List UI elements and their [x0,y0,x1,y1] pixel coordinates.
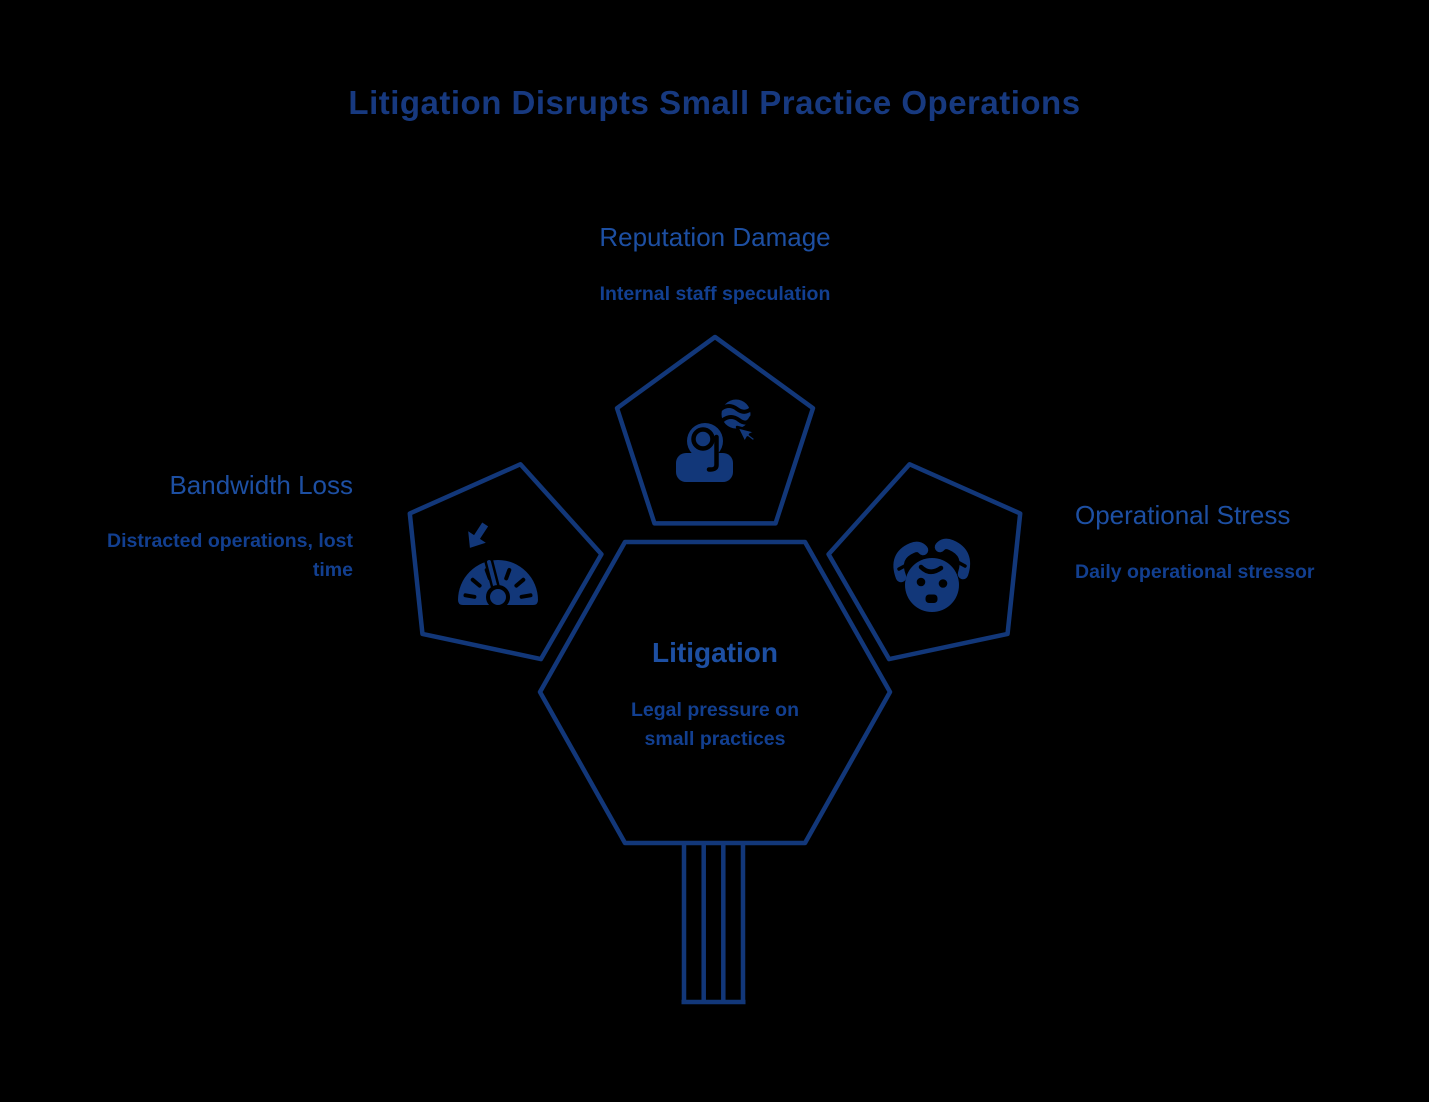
stem-lines [681,845,746,1005]
center-hexagon [537,539,893,846]
page-title: Litigation Disrupts Small Practice Opera… [348,84,1081,121]
bandwidth-loss-subtext: Distracted operations, lost time [107,530,353,581]
speedometer-down-arrow-icon [458,522,538,609]
operational-stress-heading: Operational Stress [1075,500,1291,530]
pentagon-bandwidth [407,462,604,662]
stressed-face-hands-icon [893,538,971,612]
reputation-damage-subtext: Internal staff speculation [599,283,831,305]
bandwidth-loss-heading: Bandwidth Loss [169,470,353,500]
operational-stress-subtext: Daily operational stressor [1075,561,1315,583]
pentagon-stress [826,462,1023,662]
person-with-cursor-icon [676,399,758,482]
reputation-damage-heading: Reputation Damage [599,222,831,252]
litigation-label: Litigation [652,637,778,668]
pentagon-reputation [614,334,816,526]
litigation-subtext: Legal pressure on small practices [631,699,799,750]
